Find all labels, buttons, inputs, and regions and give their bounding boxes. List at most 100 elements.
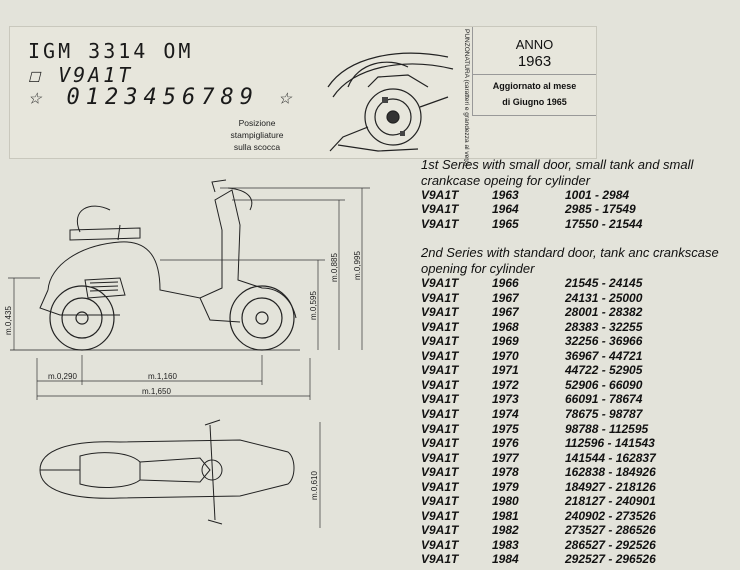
series-2-title: 2nd Series with standard door, tank anc … [421,245,719,276]
year-cell: 1965 [492,216,519,231]
position-label-line-3: sulla scocca [233,142,281,152]
dim-length: m.1,650 [142,387,171,396]
frame-range-cell: 184927 - 218126 [565,479,656,494]
rear-wheel [49,285,115,351]
frame-range-cell: 66091 - 78674 [565,392,643,407]
frame-range-cell: 2985 - 17549 [565,202,636,217]
frame-range-cell: 52906 - 66090 [565,377,643,392]
stamp-position-label: Posizione stampigliature sulla scocca [217,117,297,153]
model-cell: V9A1T [421,450,459,465]
dim-seat-height: m.0,435 [4,306,13,335]
model-cell: V9A1T [421,290,459,305]
frame-range-cell: 98788 - 112595 [565,421,649,436]
dim-total-height: m.0,995 [353,251,362,280]
model-cell: V9A1T [421,216,459,231]
year-cell: 1978 [492,465,519,480]
stamp-code-line-3: ☆ 0123456789 ☆ [28,85,298,110]
year-cell: 1984 [492,552,519,567]
model-cell: V9A1T [421,508,459,523]
year-cell: 1970 [492,348,519,363]
year-cell: 1966 [492,276,519,290]
model-cell: V9A1T [421,552,459,567]
model-cell: V9A1T [421,479,459,494]
frame-range-cell: 28001 - 28382 [565,305,643,320]
year-cell: 1974 [492,406,519,421]
scooter-top-view [39,419,295,525]
stamp-code-line-2: ☐ V9A1T [28,63,134,87]
stamping-side-label: PUNZONATURA (caratteri e grandezza al ve… [463,29,470,167]
frame-range-cell: 17550 - 21544 [565,216,643,231]
frame-range-cell: 44722 - 52905 [565,363,643,378]
scooter-side-body [47,189,297,319]
year-cell: 1972 [492,377,519,392]
model-cell: V9A1T [421,465,459,480]
scooter-technical-drawing: m.0,290 m.1,160 m.1,650 m.0,435 m.0,595 … [4,179,370,528]
year-cell: 1967 [492,290,519,305]
dimension-labels: m.0,290 m.1,160 m.1,650 m.0,435 m.0,595 … [4,251,362,500]
anno-year: 1963 [517,53,552,70]
position-label-line-2: stampigliature [230,130,284,140]
model-cell: V9A1T [421,523,459,538]
anno-label: ANNO [515,37,554,52]
frame-range-cell: 112596 - 141543 [565,436,655,451]
anno-divider [473,74,596,75]
year-cell: 1963 [492,188,519,202]
series-1-title: 1st Series with small door, small tank a… [421,157,694,188]
model-cell: V9A1T [421,436,459,451]
model-cell: V9A1T [421,305,459,320]
frame-range-cell: 36967 - 44721 [565,348,643,363]
frame-range-cell: 32256 - 36966 [565,334,643,349]
frame-range-cell: 24131 - 25000 [565,290,643,305]
frame-range-cell: 292527 - 296526 [565,552,656,567]
year-cell: 1979 [492,479,519,494]
model-cell: V9A1T [421,494,459,509]
model-cell: V9A1T [421,202,459,217]
year-cell: 1975 [492,421,519,436]
frame-range-cell: 286527 - 292526 [565,537,656,552]
frame-stamp-illustration [327,52,454,152]
frame-range-cell: 273527 - 286526 [565,523,656,538]
year-cell: 1976 [492,436,519,451]
position-label-line-1: Posizione [238,118,276,128]
frame-range-cell: 240902 - 273526 [565,508,656,523]
frame-range-cell: 78675 - 98787 [565,406,643,421]
year-cell: 1983 [492,537,519,552]
dim-wheelbase: m.1,160 [148,372,177,381]
year-cell: 1969 [492,334,519,349]
year-cell: 1981 [492,508,519,523]
year-cell: 1971 [492,363,519,378]
year-cell: 1968 [492,319,519,334]
model-cell: V9A1T [421,537,459,552]
updated-line-1: Aggiornato al mese [492,81,577,91]
frame-range-cell: 141544 - 162837 [565,450,656,465]
model-cell: V9A1T [421,377,459,392]
dim-front-overhang: m.0,290 [48,372,77,381]
year-cell: 1967 [492,305,519,320]
model-cell: V9A1T [421,406,459,421]
model-cell: V9A1T [421,363,459,378]
frame-range-cell: 1001 - 2984 [565,188,630,202]
updated-line-2: di Giugno 1965 [502,97,567,107]
year-cell: 1977 [492,450,519,465]
stamping-document: IGM 3314 OM ☐ V9A1T ☆ 0123456789 ☆ Posiz… [9,26,597,167]
model-cell: V9A1T [421,421,459,436]
model-cell: V9A1T [421,392,459,407]
model-cell: V9A1T [421,319,459,334]
stamp-code-line-1: IGM 3314 OM [28,39,194,63]
front-wheel [229,285,295,351]
frame-range-cell: 162838 - 184926 [565,465,656,480]
year-cell: 1980 [492,494,519,509]
year-cell: 1982 [492,523,519,538]
model-cell: V9A1T [421,276,459,290]
model-cell: V9A1T [421,334,459,349]
model-cell: V9A1T [421,348,459,363]
frame-range-cell: 28383 - 32255 [565,319,643,334]
model-cell: V9A1T [421,188,459,202]
dim-saddle-height: m.0,595 [309,291,318,320]
dim-handlebar-height: m.0,885 [330,253,339,282]
year-cell: 1964 [492,202,519,217]
frame-range-cell: 21545 - 24145 [565,276,643,290]
anno-box: ANNO 1963 Aggiornato al mese di Giugno 1… [472,27,596,116]
dim-width: m.0,610 [310,471,319,500]
year-cell: 1973 [492,392,519,407]
